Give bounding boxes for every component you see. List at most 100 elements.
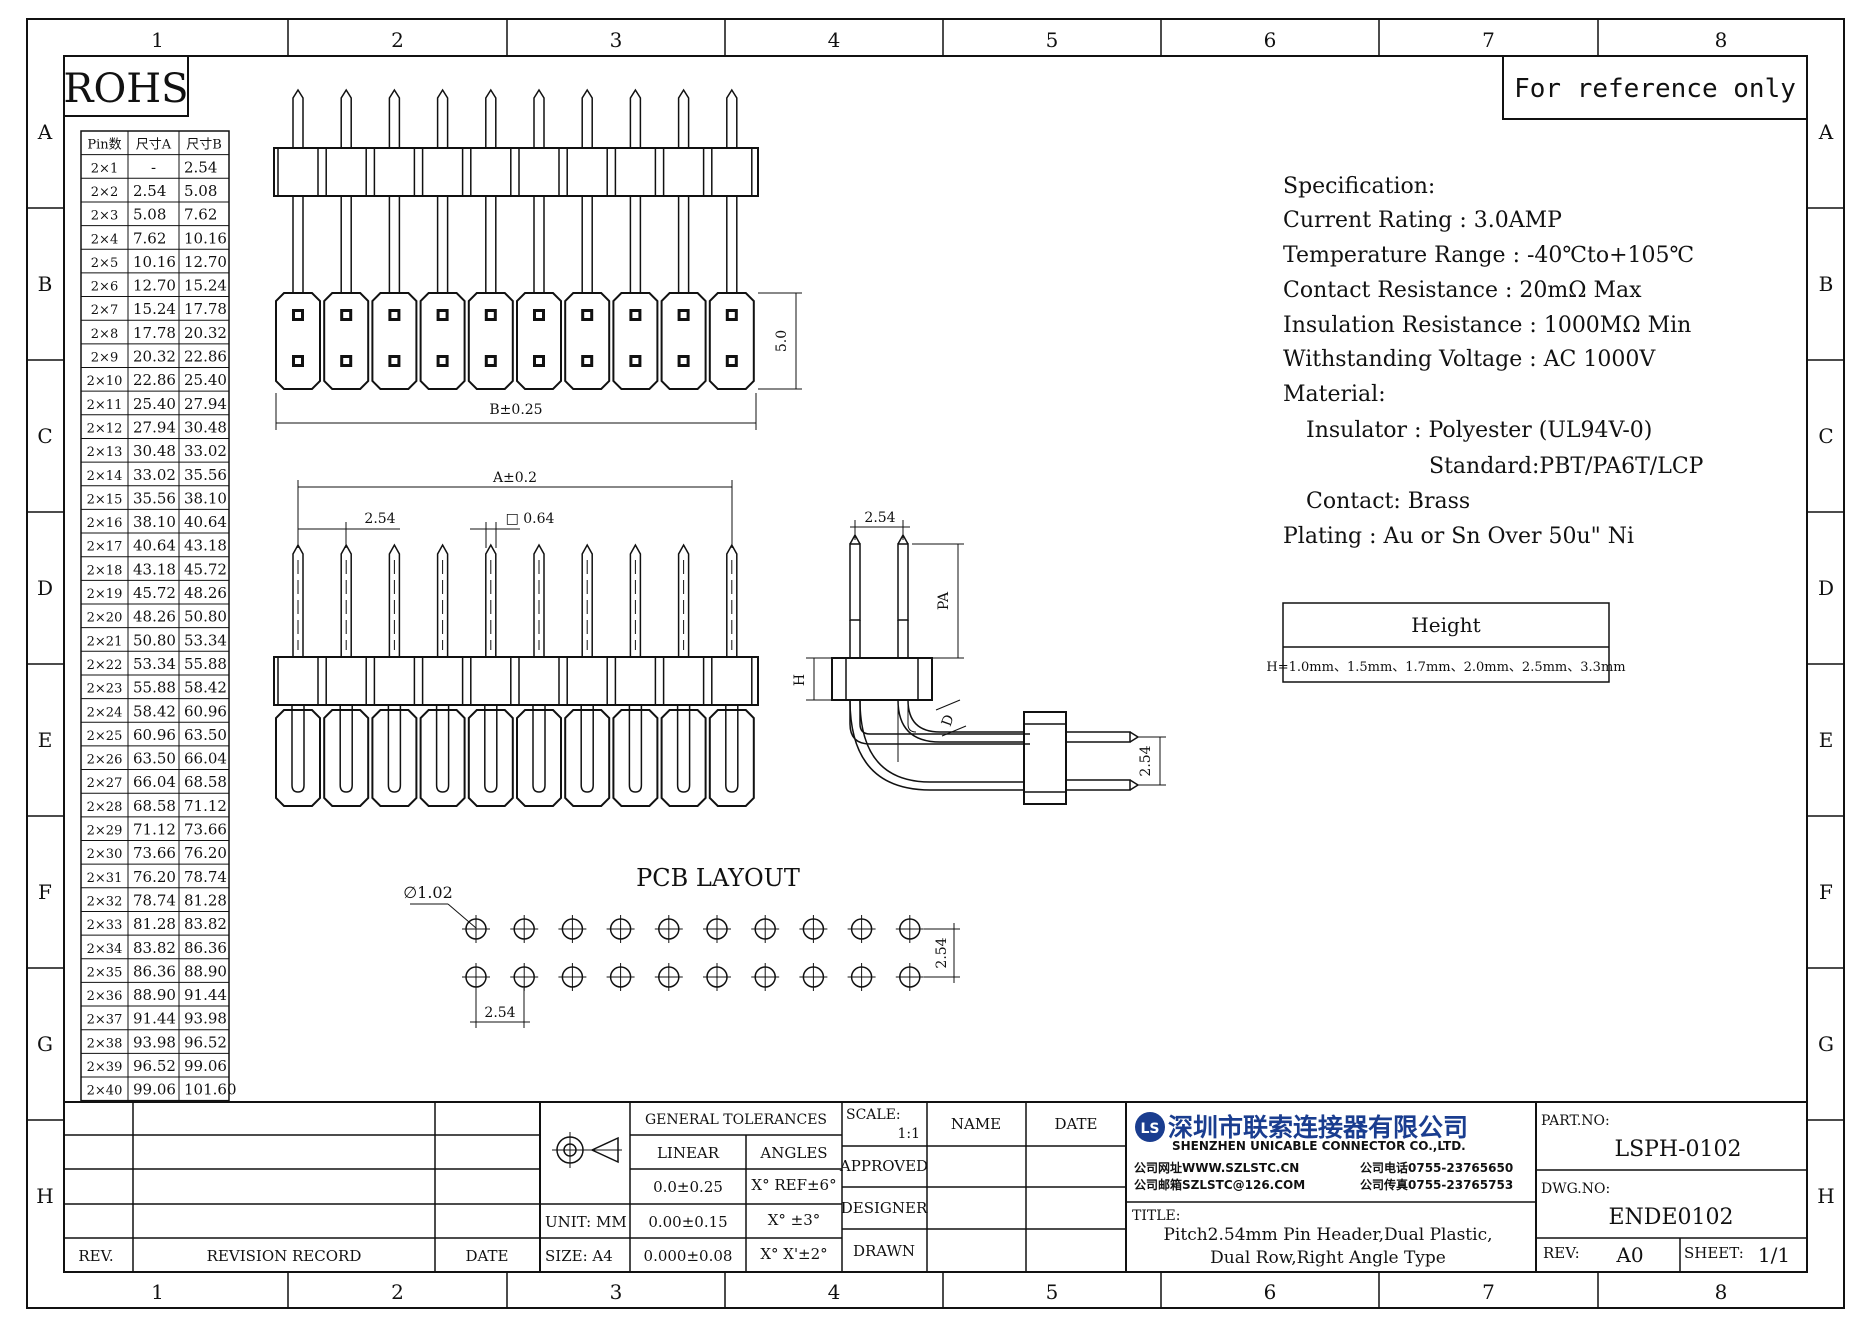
spec-line-2: Temperature Range : -40℃to+105℃ <box>1283 243 1694 268</box>
company-logo-icon <box>1135 1112 1165 1142</box>
table-cell: 2×32 <box>87 894 123 909</box>
table-cell: 10.16 <box>184 229 227 247</box>
body-cell <box>371 292 418 390</box>
table-cell: 2×10 <box>87 374 123 389</box>
dim-d: D <box>939 713 958 729</box>
table-cell: 66.04 <box>133 773 176 791</box>
angles-header: ANGLES <box>759 1144 827 1162</box>
housing-segment <box>614 147 657 197</box>
zone-row-label: B <box>38 272 53 296</box>
pcb-dims: 2.54 2.54 <box>470 923 960 1028</box>
table-cell: 71.12 <box>184 797 227 815</box>
front-housing-segment <box>470 656 512 706</box>
dim-a: A±0.2 <box>492 470 537 486</box>
table-cell: 2×16 <box>87 516 123 531</box>
dim-pin-size: □ 0.64 <box>506 511 555 527</box>
table-cell: 2×18 <box>87 563 123 578</box>
front-body-cell <box>564 709 611 807</box>
table-cell: 81.28 <box>184 891 227 909</box>
linear-tol-3: 0.000±0.08 <box>644 1247 733 1265</box>
front-pin <box>485 543 497 657</box>
table-cell: 2×17 <box>87 540 123 555</box>
zone-row-label: G <box>1818 1032 1834 1056</box>
title-line-1: Pitch2.54mm Pin Header,Dual Plastic, <box>1163 1225 1492 1245</box>
housing-segment <box>566 147 608 197</box>
table-cell: 2×9 <box>91 351 118 366</box>
front-pin-slot <box>725 705 739 793</box>
table-cell: 93.98 <box>184 1010 227 1028</box>
zone-row-label: H <box>36 1184 53 1208</box>
body-cell <box>516 292 562 390</box>
table-cell: 2×39 <box>87 1060 123 1075</box>
dwg-no-value: ENDE0102 <box>1609 1205 1734 1230</box>
zone-col-label: 4 <box>828 1280 841 1304</box>
table-cell: 58.42 <box>184 679 227 697</box>
front-pin <box>436 543 449 657</box>
company-fax: 公司传真0755-23765753 <box>1360 1177 1513 1192</box>
company-web: 公司网址WWW.SZLSTC.CN <box>1134 1160 1299 1175</box>
height-values: H=1.0mm、1.5mm、1.7mm、2.0mm、2.5mm、3.3mm <box>1266 660 1625 675</box>
table-cell: 50.80 <box>184 608 227 626</box>
table-cell: 35.56 <box>133 489 176 507</box>
zone-row-label: G <box>37 1032 53 1056</box>
pin <box>436 88 449 148</box>
table-cell: 63.50 <box>133 750 176 768</box>
table-cell: 20.32 <box>184 324 227 342</box>
table-cell: 68.58 <box>184 773 227 791</box>
dim-side-pitch: 2.54 <box>864 510 895 526</box>
zone-row-label: D <box>37 576 53 600</box>
company-mail: 公司邮箱SZLSTC@126.COM <box>1134 1177 1305 1192</box>
table-cell: 12.70 <box>133 277 176 295</box>
table-cell: 2×1 <box>91 161 118 176</box>
table-cell: 45.72 <box>184 560 227 578</box>
zone-row-label: D <box>1818 576 1834 600</box>
designer-label: DESIGNER <box>841 1199 928 1217</box>
front-pin-slot <box>676 705 691 793</box>
table-cell: 2×29 <box>87 824 123 839</box>
linear-header: LINEAR <box>657 1144 720 1162</box>
dim-pitch: 2.54 <box>364 511 395 527</box>
table-cell: 53.34 <box>133 655 176 673</box>
table-cell: 2×22 <box>87 658 123 673</box>
table-cell: 81.28 <box>133 915 176 933</box>
table-cell: 30.48 <box>133 442 176 460</box>
date-header-2: DATE <box>1055 1115 1098 1133</box>
sheet-label: SHEET: <box>1684 1244 1744 1262</box>
table-cell: 2×8 <box>91 327 118 342</box>
table-cell: 2×15 <box>87 492 123 507</box>
table-header: 尺寸A <box>136 138 172 153</box>
table-cell: - <box>151 158 156 176</box>
table-cell: 73.66 <box>184 821 227 839</box>
specification: Specification: Current Rating : 3.0AMP T… <box>1283 174 1704 549</box>
table-cell: 17.78 <box>133 324 176 342</box>
table-cell: 10.16 <box>133 253 176 271</box>
company-tel: 公司电话0755-23765650 <box>1360 1160 1513 1175</box>
zone-col-label: 1 <box>151 28 164 52</box>
front-pin-slot <box>532 705 546 793</box>
table-cell: 15.24 <box>184 277 227 295</box>
zone-row-label: B <box>1819 272 1834 296</box>
date-header: DATE <box>466 1247 509 1265</box>
table-cell: 88.90 <box>133 986 176 1004</box>
body-cell <box>323 292 370 390</box>
table-header: Pin数 <box>87 138 121 153</box>
housing-segment <box>711 147 753 197</box>
spec-line-10: Plating : Au or Sn Over 50u" Ni <box>1283 524 1634 549</box>
housing-segment <box>325 147 367 197</box>
front-pin-slot <box>628 705 643 793</box>
angle-tol-3: X° X'±2° <box>760 1245 827 1263</box>
title-line-2: Dual Row,Right Angle Type <box>1210 1248 1446 1268</box>
dwg-no-label: DWG.NO: <box>1541 1181 1610 1197</box>
front-pin-slot <box>435 705 450 793</box>
zone-col-label: 7 <box>1482 1280 1495 1304</box>
front-body-cell <box>323 709 370 807</box>
zone-row-label: E <box>1819 728 1834 752</box>
table-cell: 35.56 <box>184 466 227 484</box>
table-cell: 2.54 <box>133 182 166 200</box>
table-cell: 55.88 <box>133 679 176 697</box>
housing-segment <box>470 147 512 197</box>
height-title: Height <box>1411 613 1480 637</box>
zone-col-label: 8 <box>1715 1280 1728 1304</box>
table-cell: 60.96 <box>133 726 176 744</box>
